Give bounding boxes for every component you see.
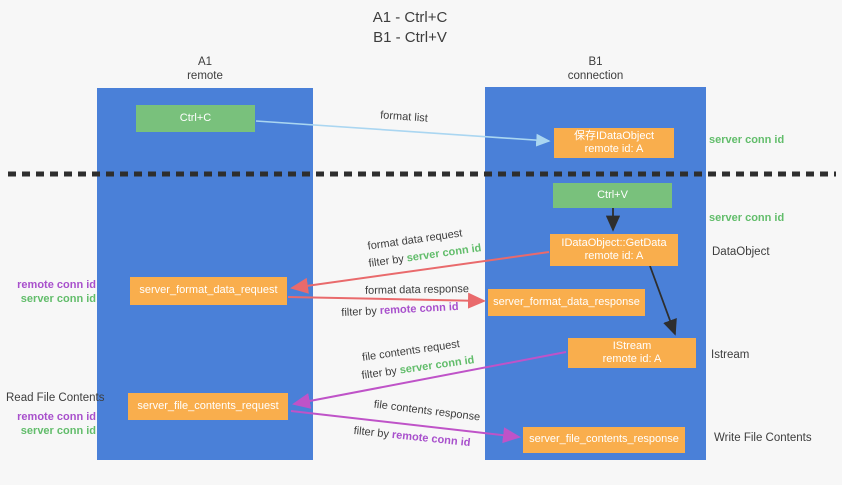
- filter-by-text: filter by: [341, 305, 381, 320]
- write-file-contents-label: Write File Contents: [714, 432, 812, 444]
- server-conn-id-label: server conn id: [20, 293, 96, 305]
- node-istream-line1: IStream: [612, 339, 652, 352]
- server-conn-id-text: server conn id: [398, 354, 476, 377]
- node-idataobject-getdata-line2: remote id: A: [584, 250, 644, 262]
- node-ctrl-v-label: Ctrl+V: [597, 188, 628, 201]
- node-idataobject-getdata: IDataObject::GetData remote id: A: [550, 234, 678, 266]
- node-server-format-data-response: server_format_data_response: [488, 289, 645, 316]
- label-format-list: format list: [379, 109, 429, 125]
- filter-by-text: filter by: [360, 364, 401, 382]
- left-file-conn-ids: remote conn id server conn id: [6, 410, 96, 438]
- remote-conn-id-text: remote conn id: [391, 428, 471, 450]
- node-save-idataobject-line1: 保存IDataObject: [573, 129, 655, 142]
- label-filter-by-remote-conn-id-2: filter by remote conn id: [353, 425, 471, 449]
- node-idataobject-getdata-line1: IDataObject::GetData: [561, 236, 667, 249]
- istream-label: Istream: [711, 349, 750, 361]
- lane-a1-name: A1: [197, 56, 213, 68]
- node-save-idataobject: 保存IDataObject remote id: A: [554, 128, 674, 158]
- dataobject-label: DataObject: [712, 246, 770, 258]
- node-save-idataobject-line2: remote id: A: [584, 143, 644, 155]
- remote-conn-id-label: remote conn id: [17, 411, 96, 423]
- remote-conn-id-text: remote conn id: [379, 300, 459, 318]
- remote-conn-id-label: remote conn id: [17, 279, 96, 291]
- lane-a1-role: remote: [187, 70, 223, 82]
- node-server-file-contents-request-label: server_file_contents_request: [137, 399, 279, 412]
- filter-by-text: filter by: [353, 424, 393, 441]
- lane-b1-name: B1: [588, 56, 603, 68]
- read-file-contents-label: Read File Contents: [6, 392, 105, 404]
- lane-b1-role: connection: [567, 70, 624, 82]
- title-line-2: B1 - Ctrl+V: [373, 29, 447, 46]
- node-ctrl-c: Ctrl+C: [136, 105, 255, 132]
- node-server-file-contents-request: server_file_contents_request: [128, 393, 288, 420]
- server-conn-id-label-top: server conn id: [709, 134, 785, 146]
- node-server-format-data-request-label: server_format_data_request: [139, 284, 278, 297]
- node-istream: IStream remote id: A: [568, 338, 696, 368]
- lane-a1-header: A1 remote: [97, 55, 313, 83]
- left-format-conn-ids: remote conn id server conn id: [6, 278, 96, 306]
- node-server-file-contents-response: server_file_contents_response: [523, 427, 685, 453]
- node-server-file-contents-response-label: server_file_contents_response: [529, 433, 679, 446]
- node-ctrl-c-label: Ctrl+C: [179, 111, 212, 124]
- server-conn-id-label-mid: server conn id: [709, 212, 785, 224]
- label-format-data-response: format data response: [364, 283, 470, 297]
- filter-by-text: filter by: [367, 252, 408, 270]
- node-istream-line2: remote id: A: [602, 353, 662, 365]
- node-server-format-data-response-label: server_format_data_response: [493, 295, 640, 308]
- title-line-1: A1 - Ctrl+C: [372, 9, 448, 26]
- lane-b1-header: B1 connection: [485, 55, 706, 83]
- label-file-contents-response: file contents response: [373, 398, 481, 424]
- label-filter-by-remote-conn-id-1: filter by remote conn id: [341, 301, 459, 319]
- server-conn-id-label: server conn id: [20, 425, 96, 437]
- node-ctrl-v: Ctrl+V: [553, 183, 672, 208]
- diagram-title: A1 - Ctrl+C B1 - Ctrl+V: [373, 8, 448, 48]
- node-server-format-data-request: server_format_data_request: [130, 277, 287, 305]
